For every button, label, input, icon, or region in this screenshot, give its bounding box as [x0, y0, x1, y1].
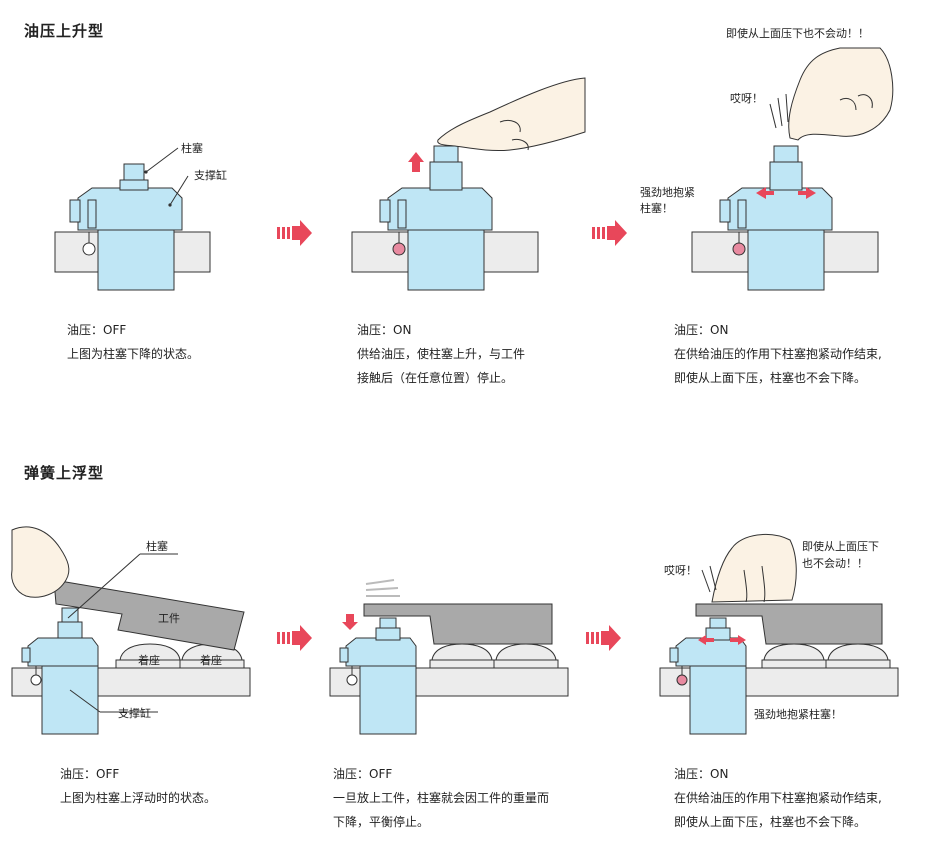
- label-shout-line1: 即使从上面压下: [802, 540, 879, 553]
- workpiece: [53, 579, 245, 651]
- caption-line: 油压：OFF: [60, 767, 120, 781]
- hand-icon: [437, 77, 586, 151]
- plunger-collar: [119, 179, 149, 191]
- down-arrow-icon: [342, 614, 358, 630]
- side-port: [69, 199, 81, 223]
- s2-panel3-diagram: [659, 534, 899, 735]
- hand-icon: [11, 526, 70, 598]
- caption-line: 油压：ON: [674, 767, 729, 781]
- progress-arrow-icon: [277, 220, 312, 246]
- label-support-cylinder: 支撑缸: [118, 707, 151, 720]
- label-ouch: 哎呀！: [730, 92, 763, 105]
- s2-panel2-diagram: [329, 579, 569, 735]
- label-support-cylinder: 支撑缸: [194, 169, 227, 182]
- label-clamp-line1: 强劲地抱紧: [640, 186, 695, 199]
- caption-s1-panel1: 油压：OFF 上图为柱塞下降的状态。: [67, 318, 199, 366]
- s1-panel1-diagram: [54, 147, 211, 291]
- clamp-arrow-icon: [756, 187, 774, 199]
- s1-panel2-diagram: [351, 77, 586, 291]
- label-clamp: 强劲地抱紧柱塞！: [754, 708, 842, 721]
- seat: [119, 643, 181, 661]
- cylinder-body: [97, 227, 175, 291]
- clamp-arrow-icon: [798, 187, 816, 199]
- label-seat: 着座: [138, 654, 160, 667]
- label-seat: 着座: [200, 654, 222, 667]
- label-ouch: 哎呀！: [664, 564, 697, 577]
- caption-line: 上图为柱塞上浮动时的状态。: [60, 791, 217, 805]
- caption-line: 油压：OFF: [67, 323, 127, 337]
- caption-line: 一旦放上工件，柱塞就会因工件的重量而: [333, 791, 550, 805]
- caption-line: 下降，平衡停止。: [333, 815, 430, 829]
- caption-line: 油压：ON: [357, 323, 412, 337]
- caption-s1-panel2: 油压：ON 供给油压，使柱塞上升，与工件 接触后（在任意位置）停止。: [357, 318, 525, 390]
- section-title-spring: 弹簧上浮型: [24, 464, 105, 482]
- clamp-arrow-icon: [698, 635, 714, 645]
- progress-arrow-icon: [592, 220, 627, 246]
- caption-line: 在供给油压的作用下柱塞抱紧动作结束,: [674, 791, 882, 805]
- caption-line: 油压：OFF: [333, 767, 393, 781]
- caption-s2-panel3: 油压：ON 在供给油压的作用下柱塞抱紧动作结束, 即使从上面下压，柱塞也不会下降…: [674, 762, 882, 834]
- label-shout-line2: 也不会动！！: [802, 557, 868, 570]
- label-shout: 即使从上面压下也不会动！！: [726, 27, 869, 40]
- piston-indicator: [82, 242, 96, 256]
- hand-icon: [788, 47, 894, 141]
- caption-s1-panel3: 油压：ON 在供给油压的作用下柱塞抱紧动作结束, 即使从上面下压，柱塞也不会下降…: [674, 318, 882, 390]
- label-workpiece: 工件: [158, 612, 180, 625]
- plunger: [123, 163, 145, 181]
- up-arrow-icon: [408, 152, 424, 172]
- progress-arrow-icon: [586, 625, 621, 651]
- clamp-arrow-icon: [730, 635, 746, 645]
- caption-line: 上图为柱塞下降的状态。: [67, 347, 200, 361]
- cylinder-head: [77, 187, 183, 231]
- caption-line: 在供给油压的作用下柱塞抱紧动作结束,: [674, 347, 882, 361]
- label-clamp-line2: 柱塞！: [640, 202, 673, 215]
- s1-panel3-diagram: [691, 47, 894, 291]
- caption-line: 即使从上面下压，柱塞也不会下降。: [674, 815, 867, 829]
- hand-icon: [711, 534, 797, 603]
- s2-panel1-diagram: [11, 526, 251, 735]
- caption-line: 油压：ON: [674, 323, 729, 337]
- workpiece: [695, 603, 883, 645]
- label-plunger: 柱塞: [146, 540, 168, 553]
- caption-line: 供给油压，使柱塞上升，与工件: [357, 347, 526, 361]
- caption-line: 接触后（在任意位置）停止。: [357, 371, 514, 385]
- workpiece: [363, 603, 553, 645]
- caption-line: 即使从上面下压，柱塞也不会下降。: [674, 371, 867, 385]
- progress-arrow-icon: [277, 625, 312, 651]
- caption-s2-panel1: 油压：OFF 上图为柱塞上浮动时的状态。: [60, 762, 216, 810]
- section-title-hydraulic: 油压上升型: [24, 22, 105, 40]
- caption-s2-panel2: 油压：OFF 一旦放上工件，柱塞就会因工件的重量而 下降，平衡停止。: [333, 762, 549, 834]
- label-plunger: 柱塞: [181, 142, 203, 155]
